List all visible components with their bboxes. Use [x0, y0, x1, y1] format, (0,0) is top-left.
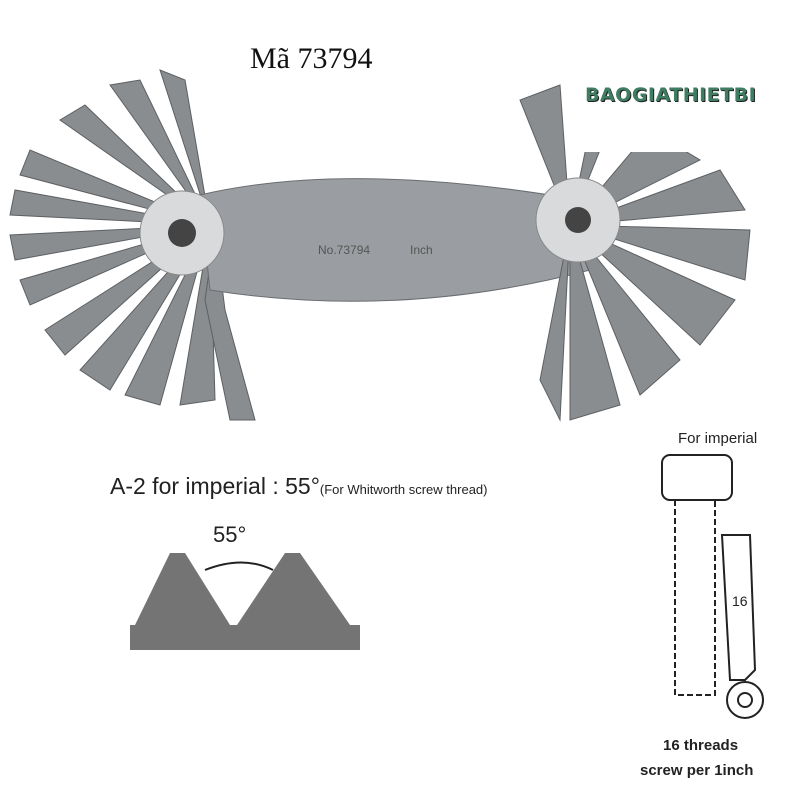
gauge-unit: Inch — [410, 243, 433, 257]
angle-arc-icon — [204, 561, 274, 571]
watermark-backdrop — [580, 68, 800, 152]
threads-line-1: 16 threads — [663, 737, 739, 754]
caption-note: (For Whitworth screw thread) — [319, 482, 488, 497]
center-plate — [199, 178, 591, 302]
thread-gauge-photo — [9, 68, 800, 422]
caption: A-2 for imperial : 55°(For Whitworth scr… — [110, 473, 487, 500]
blade-label: 16 — [732, 593, 748, 609]
gauge-model: No.73794 — [318, 243, 371, 257]
thread-profile-diagram — [130, 553, 360, 650]
threads-line-2: screw per 1inch — [640, 762, 754, 779]
imperial-heading: For imperial — [678, 430, 758, 447]
product-code-title: Mã 73794 — [250, 42, 373, 75]
watermark: BAOGIATHIETBI — [585, 84, 757, 106]
angle-label: 55° — [213, 522, 247, 547]
right-knob — [535, 177, 621, 263]
left-knob — [139, 190, 225, 276]
bolt-gauge-diagram — [661, 454, 764, 719]
caption-main: A-2 for imperial : 55° — [110, 473, 320, 499]
